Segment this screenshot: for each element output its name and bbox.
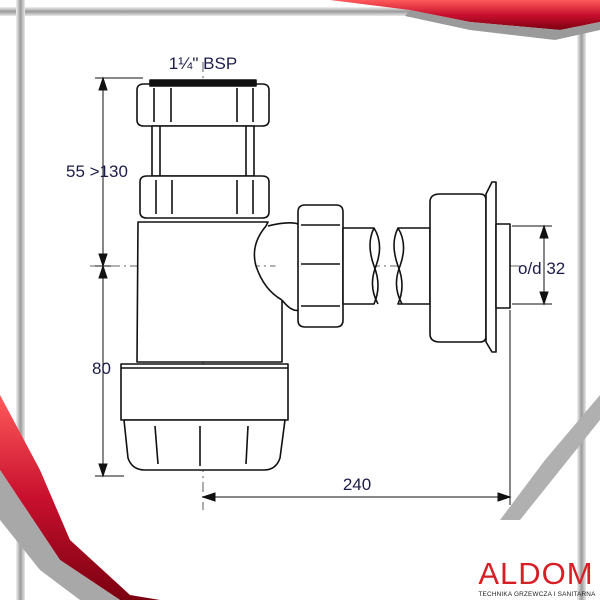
cap-rib xyxy=(154,425,159,465)
frame-metal-band-top xyxy=(405,10,600,40)
bottle-trap-body xyxy=(120,79,511,471)
dimension-arrowhead xyxy=(539,291,549,306)
pipe-break-line xyxy=(371,227,381,305)
cap-rib xyxy=(245,425,249,465)
frame-rod-left xyxy=(16,0,25,600)
frame-metal-band-right xyxy=(500,395,600,520)
brand-tagline: TECHNIKA GRZEWCZA I SANITARNA xyxy=(478,591,596,598)
dimension-arrowhead xyxy=(98,463,108,478)
body-nut xyxy=(139,175,270,219)
aldom-logo: ALDOM TECHNIKA GRZEWCZA I SANITARNA xyxy=(478,556,596,598)
wall-outlet-spigot xyxy=(495,223,511,309)
frame-red-band-bottom xyxy=(0,395,160,600)
bottle-cap-base xyxy=(123,419,286,471)
dimension-arrowhead xyxy=(201,492,216,502)
outlet-nut xyxy=(297,204,344,328)
dimension-arrowhead xyxy=(497,492,512,502)
frame-rod-right xyxy=(577,20,586,600)
top-seal-washer xyxy=(149,79,257,87)
thread-size-label: 1¼" BSP xyxy=(169,54,237,73)
height-adjust-label: 55 >130 xyxy=(66,162,128,181)
dimension-lines xyxy=(95,76,552,505)
inlet-tailpiece xyxy=(151,125,255,177)
dimension-arrowhead xyxy=(98,264,108,279)
bottle-cap-band xyxy=(120,363,289,421)
dimension-arrowhead xyxy=(98,76,108,91)
dimension-arrowhead xyxy=(98,253,108,268)
bottle-height-label: 80 xyxy=(92,359,111,378)
pipe-break-line xyxy=(395,227,405,305)
dimension-arrowhead xyxy=(539,224,549,239)
outlet-diameter-label: o/d 32 xyxy=(518,259,565,278)
bottle-body xyxy=(136,221,283,363)
outlet-length-label: 240 xyxy=(343,475,371,494)
top-nut xyxy=(136,83,270,127)
brand-name: ALDOM xyxy=(478,556,593,591)
wall-connector xyxy=(429,193,487,343)
frame-red-band-top xyxy=(330,0,600,30)
frame-metal-band-bottom xyxy=(0,470,120,600)
wall-flange xyxy=(485,181,497,353)
frame-bar-top xyxy=(0,7,440,16)
